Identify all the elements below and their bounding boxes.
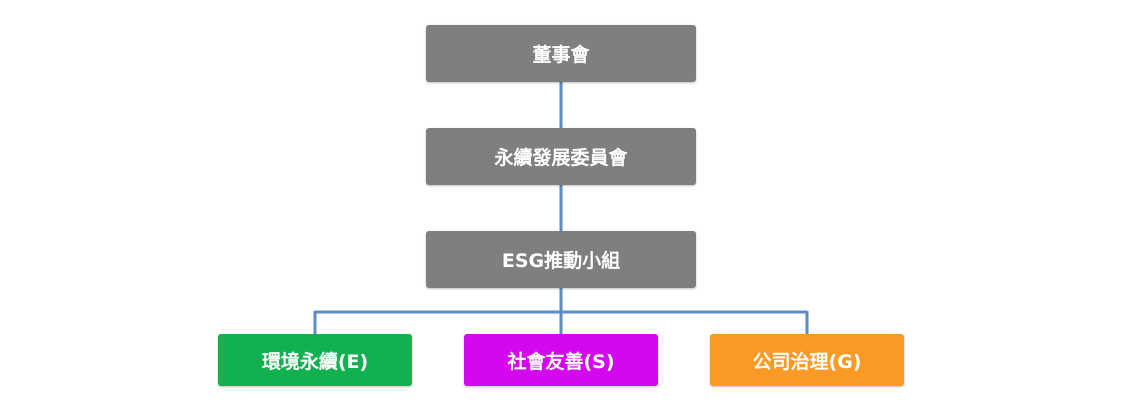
node-environment: 環境永續(E) xyxy=(218,334,412,386)
node-social-label: 社會友善(S) xyxy=(507,350,615,373)
node-board: 董事會 xyxy=(426,25,696,82)
node-social: 社會友善(S) xyxy=(464,334,658,386)
node-esg-team: ESG推動小組 xyxy=(426,231,696,288)
node-esg-team-label: ESG推動小組 xyxy=(501,250,621,272)
node-sustainability-committee: 永續發展委員會 xyxy=(426,128,696,185)
node-committee-label: 永續發展委員會 xyxy=(494,147,628,169)
node-environment-label: 環境永續(E) xyxy=(261,350,369,373)
node-board-label: 董事會 xyxy=(532,44,590,66)
node-governance-label: 公司治理(G) xyxy=(752,350,862,373)
node-governance: 公司治理(G) xyxy=(710,334,904,386)
